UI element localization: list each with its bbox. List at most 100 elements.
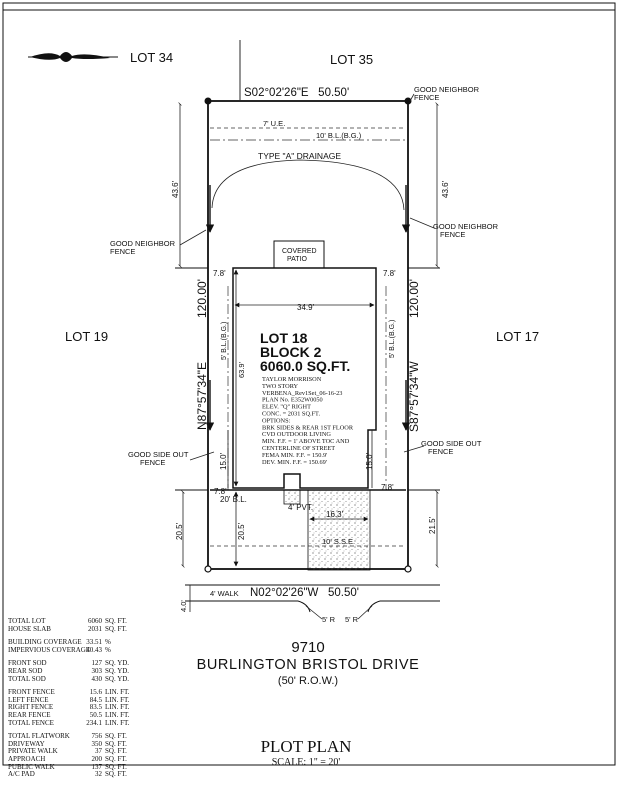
radius-leader-right [357,605,373,620]
walk-offset-dim: 4.0' [179,600,188,612]
legend-value: 756 [91,732,103,741]
lot-detail-line: DEV. MIN. F.F. = 150.69' [262,459,327,466]
legend-value: 350 [91,739,103,748]
utility-easement-label: 7' U.E. [263,119,285,128]
fence-dim-left: 15.0' [219,452,228,470]
left-bearing: N87°57'34"E [195,362,209,430]
legend-unit: LIN. FT. [105,703,130,712]
legend-unit: SQ. FT. [105,747,127,756]
side-left-top-dim: 7.8' [213,269,226,278]
legend-value: 137 [91,762,103,771]
legend-label: PRIVATE WALK [8,747,58,756]
legend-value: 33.51 [86,638,102,647]
lot-title: LOT 18 [260,330,308,346]
legend-unit: SQ. FT. [105,624,127,633]
patio-label-2: PATIO [287,256,308,263]
lot-detail-line: VERBENA_Rev1Set_06-16-23 [262,390,342,397]
house-depth-dim: 63.9' [237,361,246,378]
legend-unit: LIN. FT. [105,710,130,719]
right-building-line-label: 5' B.L.(B.G.) [389,320,396,358]
legend-unit: % [105,638,111,647]
fence-leader-right [409,217,435,229]
legend-value: 40.43 [86,645,102,654]
legend-value: 303 [91,666,103,675]
lot-detail-line: FEMA MIN. F.F. = 150.9' [262,452,327,459]
radius-right-label: 5' R [345,615,359,624]
legend-unit: SQ. FT. [105,739,127,748]
fence-dim-right: 15.0' [365,452,374,470]
legend-value: 37 [95,747,102,756]
legend-unit: SQ. FT. [105,754,127,763]
fence-leader-top-right [409,93,415,102]
legend-unit: % [105,645,111,654]
right-bearing: S87°57'34"W [407,361,421,432]
sanitary-easement-label: 10' S.S.E. [322,537,355,546]
legend-value: 2031 [88,624,102,633]
fence-note-side-right-1: GOOD SIDE OUT [421,439,482,448]
plot-plan-drawing: LOT 34 LOT 35 LOT 19 LOT 17 S02°02'26"E … [2,2,616,768]
lot-block: BLOCK 2 [260,344,322,360]
left-length: 120.00' [195,279,209,318]
lot-17-label: LOT 17 [496,329,539,344]
fence-note-top-right-1: GOOD NEIGHBOR [414,85,480,94]
legend-label: TOTAL FLATWORK [8,732,70,741]
curb-radius-right [367,600,381,613]
driveway [307,489,371,571]
legend-unit: SQ. YD. [105,674,130,683]
walk-label: 4' WALK [210,589,239,598]
address-street: BURLINGTON BRISTOL DRIVE [197,657,420,673]
legend-unit: LIN. FT. [105,688,130,697]
address-number: 9710 [291,639,324,656]
legend-unit: SQ. FT. [105,770,127,779]
corner-pin-ne [404,97,412,105]
curb-radius-left [297,600,311,613]
lot-detail-line: BRK SIDES & REAR 1ST FLOOR [262,424,354,431]
legend-label: IMPERVIOUS COVERAGE [8,645,91,654]
legend-unit: SQ. YD. [105,659,130,668]
legend-label: TOTAL FENCE [8,718,54,727]
legend-value: 200 [91,754,103,763]
lot-35-label: LOT 35 [330,52,373,67]
fence-note-side-left-1: GOOD SIDE OUT [128,450,189,459]
fence-leader-left [179,229,207,246]
lot-detail-line: PLAN No. E352W0050 [262,397,323,404]
lot-detail-line: TWO STORY [262,383,299,390]
top-bearing: S02°02'26"E 50.50' [244,87,349,99]
legend-unit: SQ. FT. [105,762,127,771]
legend-unit: SQ. FT. [105,617,127,625]
lot-detail-line: ELEV. "Q" RIGHT [262,404,311,411]
legend-label: A/C PAD [8,770,35,779]
private-walk-label: 4' PVT. [288,503,313,512]
legend-value: 430 [91,674,103,683]
legend-unit: SQ. FT. [105,732,127,741]
legend-value: 234.1 [86,718,102,727]
legend-label: REAR SOD [8,666,43,675]
legend-label: LEFT FENCE [8,695,49,704]
fence-leader-side-right [403,445,425,453]
legend-label: TOTAL SOD [8,674,46,683]
fence-note-top-right-2: FENCE [414,93,439,102]
legend-value: 50.5 [89,710,102,719]
house-footprint [232,267,377,489]
lot-detail-line: TAYLOR MORRISON [262,376,322,383]
drainage-label: TYPE "A" DRAINAGE [258,151,341,161]
lot-detail-line: OPTIONS: [262,417,291,424]
rear-building-line-label: 10' B.L.(B.G.) [316,131,362,140]
lot-detail-line: CONC. = 2031 SQ.FT. [262,411,320,418]
lot-detail-line: CENTERLINE OF STREET [262,445,335,452]
corner-pin-se [404,565,412,573]
